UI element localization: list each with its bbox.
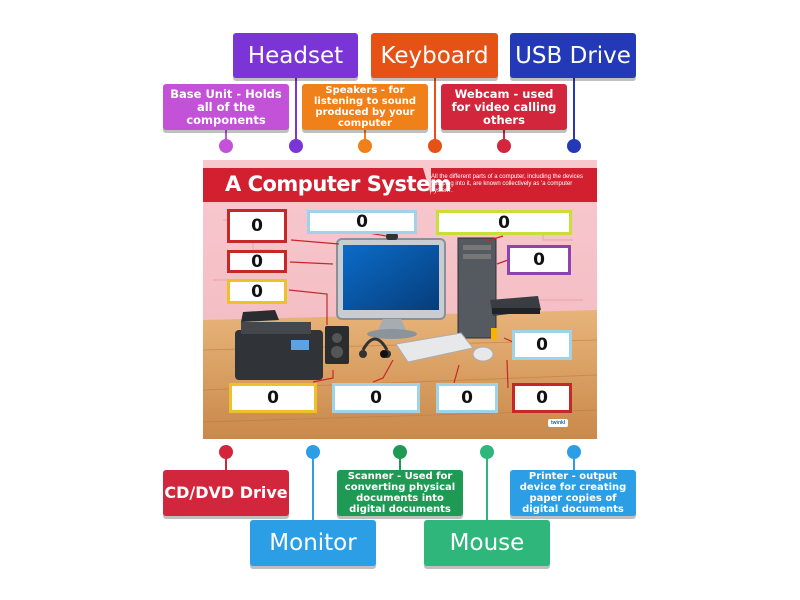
pin-monitor bbox=[306, 445, 320, 459]
drop-slot-1[interactable]: 0 bbox=[227, 209, 287, 243]
drop-slot-8[interactable]: 0 bbox=[229, 383, 317, 413]
label-keyboard[interactable]: Keyboard bbox=[371, 33, 498, 78]
pin-mouse bbox=[480, 445, 494, 459]
label-speakers[interactable]: Speakers - for listening to sound produc… bbox=[302, 84, 428, 130]
drop-slot-9[interactable]: 0 bbox=[332, 383, 420, 413]
drop-slot-3[interactable]: 0 bbox=[436, 210, 572, 235]
twinkl-logo: twinkl bbox=[548, 419, 569, 427]
pin-speakers bbox=[358, 139, 372, 153]
label-headset[interactable]: Headset bbox=[233, 33, 358, 78]
pin-scanner bbox=[393, 445, 407, 459]
label-mouse[interactable]: Mouse bbox=[424, 520, 550, 566]
drop-slot-5[interactable]: 0 bbox=[507, 245, 571, 275]
drop-slot-7[interactable]: 0 bbox=[512, 330, 572, 360]
pin-headset bbox=[289, 139, 303, 153]
pin-webcam bbox=[497, 139, 511, 153]
drop-slot-10[interactable]: 0 bbox=[436, 383, 498, 413]
drop-slot-6[interactable]: 0 bbox=[227, 279, 287, 304]
drop-slot-11[interactable]: 0 bbox=[512, 383, 572, 413]
label-scanner[interactable]: Scanner - Used for converting physical d… bbox=[337, 470, 463, 516]
label-usb-drive[interactable]: USB Drive bbox=[510, 33, 636, 78]
pin-keyboard bbox=[428, 139, 442, 153]
pin-base-unit bbox=[219, 139, 233, 153]
label-monitor[interactable]: Monitor bbox=[250, 520, 376, 566]
drop-slot-2[interactable]: 0 bbox=[307, 210, 417, 234]
poster-title: A Computer System bbox=[225, 172, 452, 196]
drop-slot-4[interactable]: 0 bbox=[227, 250, 287, 273]
pin-cd-dvd bbox=[219, 445, 233, 459]
poster-subtitle: All the different parts of a computer, i… bbox=[431, 174, 583, 194]
label-printer[interactable]: Printer - output device for creating pap… bbox=[510, 470, 636, 516]
pin-printer bbox=[567, 445, 581, 459]
label-cd-dvd-drive[interactable]: CD/DVD Drive bbox=[163, 470, 289, 516]
pin-usb-drive bbox=[567, 139, 581, 153]
label-webcam[interactable]: Webcam - used for video calling others bbox=[441, 84, 567, 130]
label-base-unit[interactable]: Base Unit - Holds all of the components bbox=[163, 84, 289, 130]
